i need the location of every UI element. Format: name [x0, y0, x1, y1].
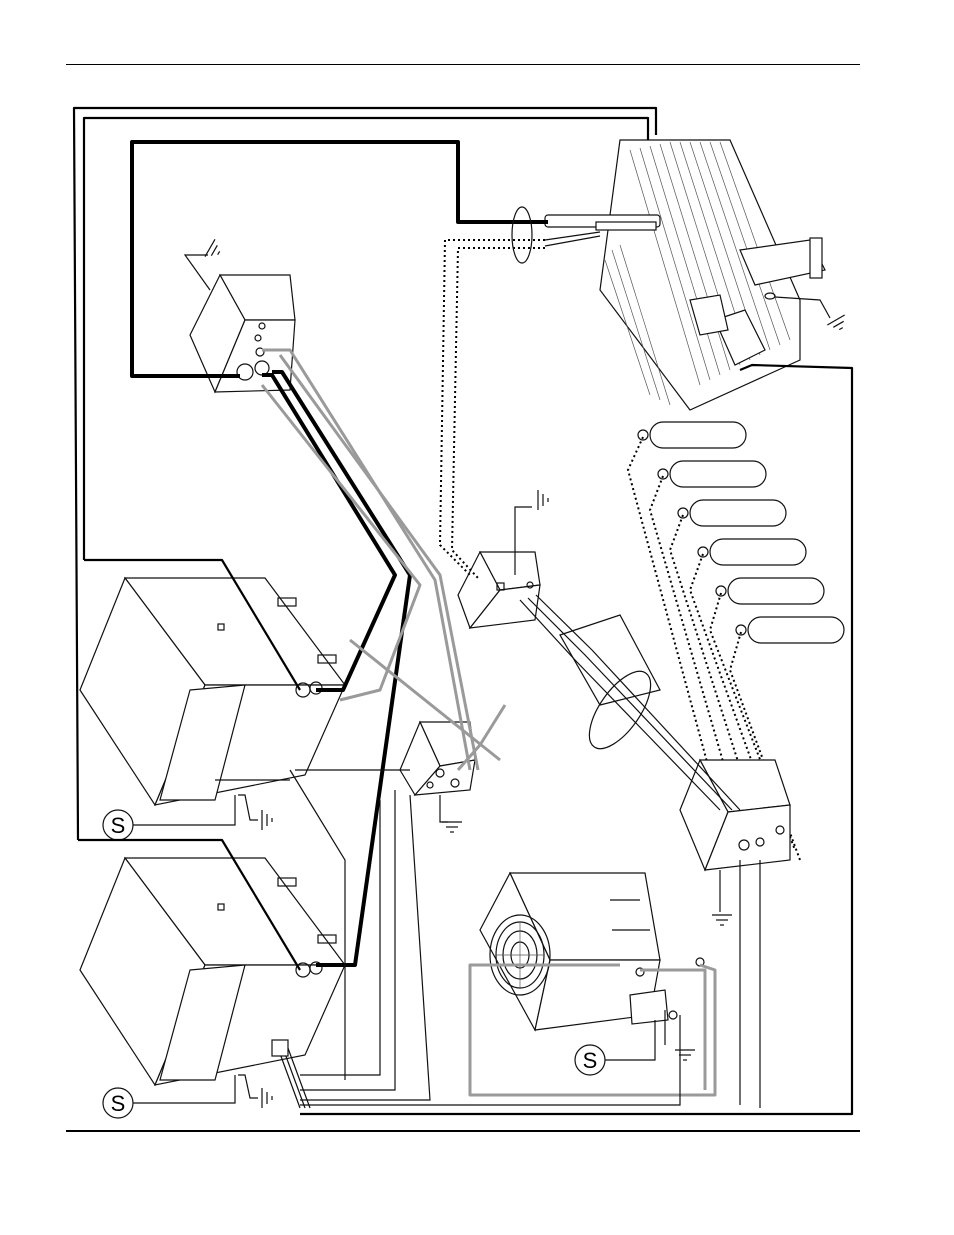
cable-table-to-bottom	[300, 363, 854, 1116]
gas-cylinder-icon	[657, 460, 767, 488]
power-supply-icon: S	[102, 794, 273, 841]
gas-console	[457, 490, 549, 630]
metering-console	[679, 758, 791, 926]
ignition-console	[183, 239, 296, 394]
gantry-carriage	[714, 309, 766, 366]
gas-cylinder-icon	[637, 421, 747, 449]
footer-rule	[66, 1130, 860, 1132]
power-supply-icon: S	[102, 1074, 273, 1119]
gas-cylinders	[626, 421, 845, 861]
ground-icon	[712, 914, 732, 926]
supply-label: S	[111, 1091, 126, 1116]
cable-ps2-to-table	[72, 106, 658, 841]
gas-hose	[626, 436, 721, 811]
gas-cylinder-icon	[715, 577, 825, 605]
cables	[72, 106, 854, 1116]
pilot-arc-lead-2	[272, 370, 412, 967]
supply-label: S	[111, 813, 126, 838]
ground-icon	[442, 821, 462, 833]
grey-cable-1	[262, 348, 472, 771]
gas-line-2	[450, 247, 545, 579]
supply-label: S	[583, 1048, 598, 1073]
grey-cable-2	[260, 384, 422, 702]
torch-lead	[130, 140, 548, 378]
plasma-power-supply-1	[79, 576, 347, 807]
fan-icon	[489, 914, 551, 996]
gas-cylinder-icon	[697, 538, 807, 566]
ground-icon	[261, 810, 273, 830]
header-rule	[66, 64, 860, 65]
cutting-table	[544, 139, 845, 411]
ground-icon	[675, 1049, 695, 1061]
gas-line-1	[438, 239, 545, 576]
gas-cylinder-icon	[735, 616, 845, 644]
plasma-power-supply-2	[79, 856, 347, 1087]
pilot-arc-lead-1	[262, 373, 397, 692]
ground-icon	[204, 239, 221, 257]
power-supply-icon: S	[574, 1020, 656, 1076]
gantry-beam	[739, 239, 826, 286]
ground-icon	[261, 1088, 273, 1108]
cable-ps1-to-table	[82, 116, 650, 560]
gantry-end	[809, 237, 823, 279]
ground-icon	[537, 490, 549, 510]
cooler-unit	[479, 871, 705, 1061]
gas-cylinder-icon	[677, 499, 787, 527]
ground-icon	[827, 314, 845, 331]
table-ground-lug	[764, 292, 776, 300]
